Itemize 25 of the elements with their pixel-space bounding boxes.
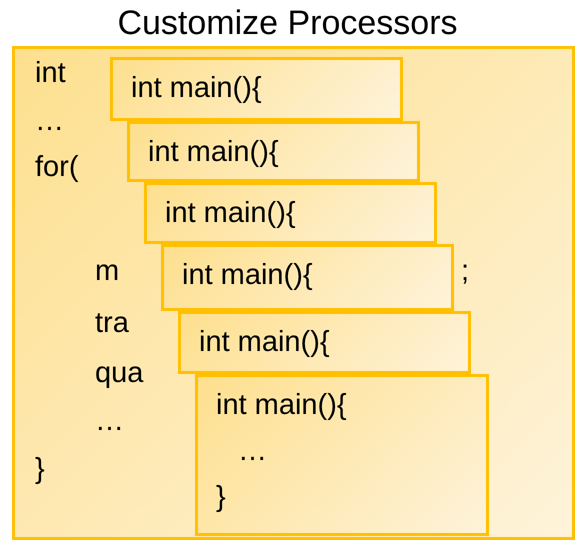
code-line: for(	[35, 151, 78, 183]
code-line: int main(){	[131, 72, 262, 104]
code-line: int main(){	[148, 136, 279, 168]
code-box	[110, 57, 403, 121]
code-line: int main(){	[199, 326, 330, 358]
code-box	[195, 374, 489, 536]
code-line: int main(){	[216, 389, 347, 421]
code-line: m	[95, 255, 120, 287]
code-line: int	[35, 57, 66, 89]
code-box	[178, 311, 471, 374]
code-line: …	[238, 435, 267, 467]
code-line: int main(){	[182, 259, 313, 291]
code-line: …	[35, 105, 64, 137]
code-line: …	[95, 405, 124, 437]
code-line: qua	[95, 357, 144, 389]
code-box	[161, 244, 454, 311]
heading: Customize Processors	[116, 4, 459, 42]
code-line: int main(){	[165, 197, 296, 229]
code-line: }	[35, 453, 45, 485]
code-line: ;	[461, 255, 470, 287]
code-line: }	[216, 481, 226, 513]
code-box	[127, 121, 420, 182]
code-box	[12, 46, 575, 540]
code-box	[144, 182, 437, 244]
code-line: tra	[95, 307, 129, 339]
